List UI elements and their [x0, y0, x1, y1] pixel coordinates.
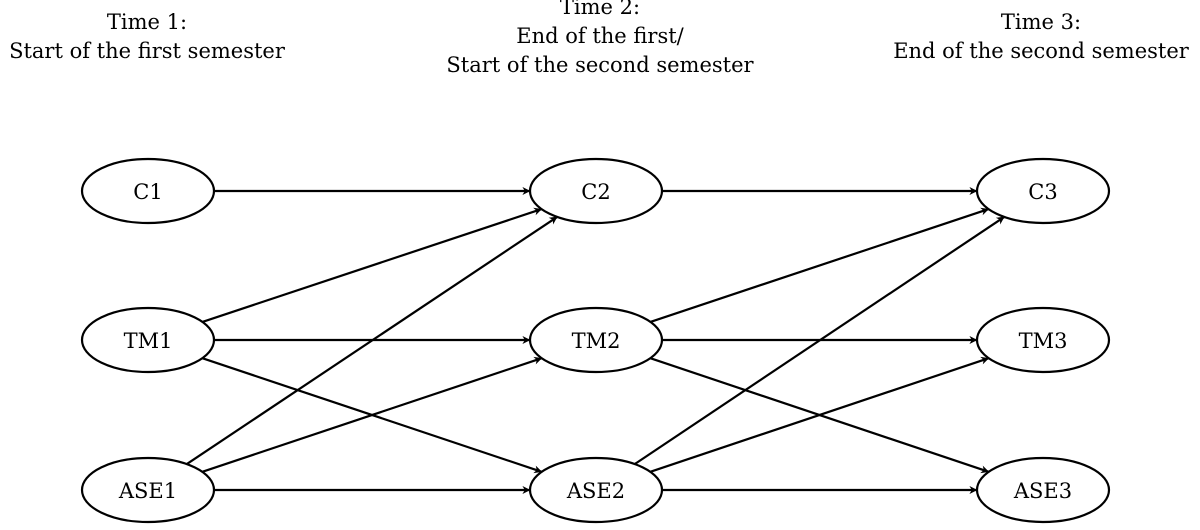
node-ase1-ellipse — [80, 456, 216, 524]
node-c1-label: C1 — [133, 180, 162, 204]
node-c3: C3 — [975, 157, 1111, 225]
node-c3-label: C3 — [1028, 180, 1057, 204]
time2-subtitle-line2: Start of the second semester — [446, 53, 754, 77]
node-c1-ellipse — [80, 157, 216, 225]
time1-subtitle: Start of the first semester — [9, 39, 285, 63]
node-tm1: TM1 — [80, 306, 216, 374]
node-c2-ellipse — [528, 157, 664, 225]
node-tm3-ellipse — [975, 306, 1111, 374]
node-ase3-label: ASE3 — [1013, 479, 1072, 503]
edge-ase2-to-c3 — [634, 215, 1005, 466]
node-tm1-label: TM1 — [124, 329, 173, 353]
edge-tm2-to-c3 — [650, 207, 989, 323]
node-ase2-ellipse — [528, 456, 664, 524]
time3-title: Time 3: — [1000, 10, 1082, 34]
node-tm1-ellipse — [80, 306, 216, 374]
time1-header: Time 1: Start of the first semester — [0, 8, 294, 66]
node-ase2: ASE2 — [528, 456, 664, 524]
node-c2: C2 — [528, 157, 664, 225]
node-tm2-ellipse — [528, 306, 664, 374]
node-ase3-ellipse — [975, 456, 1111, 524]
edge-ase1-to-tm2 — [201, 356, 543, 473]
time2-header: Time 2: End of the first/ Start of the s… — [420, 0, 780, 80]
node-c3-ellipse — [975, 157, 1111, 225]
node-ase1-label: ASE1 — [118, 479, 177, 503]
node-c1: C1 — [80, 157, 216, 225]
edge-ase1-to-c2 — [186, 215, 558, 466]
node-tm2-label: TM2 — [572, 329, 621, 353]
node-ase3: ASE3 — [975, 456, 1111, 524]
edges-layer — [186, 187, 1005, 494]
time3-subtitle: End of the second semester — [893, 39, 1189, 63]
edge-ase2-to-tm3 — [649, 356, 990, 473]
node-ase2-label: ASE2 — [566, 479, 625, 503]
edge-tm1-to-c2 — [202, 207, 542, 323]
time2-title: Time 2: — [559, 0, 641, 19]
node-ase1: ASE1 — [80, 456, 216, 524]
node-c2-label: C2 — [581, 180, 610, 204]
time3-header: Time 3: End of the second semester — [882, 8, 1200, 66]
node-tm2: TM2 — [528, 306, 664, 374]
time1-title: Time 1: — [106, 10, 188, 34]
node-tm3-label: TM3 — [1019, 329, 1068, 353]
time2-subtitle-line1: End of the first/ — [516, 24, 684, 48]
node-tm3: TM3 — [975, 306, 1111, 374]
